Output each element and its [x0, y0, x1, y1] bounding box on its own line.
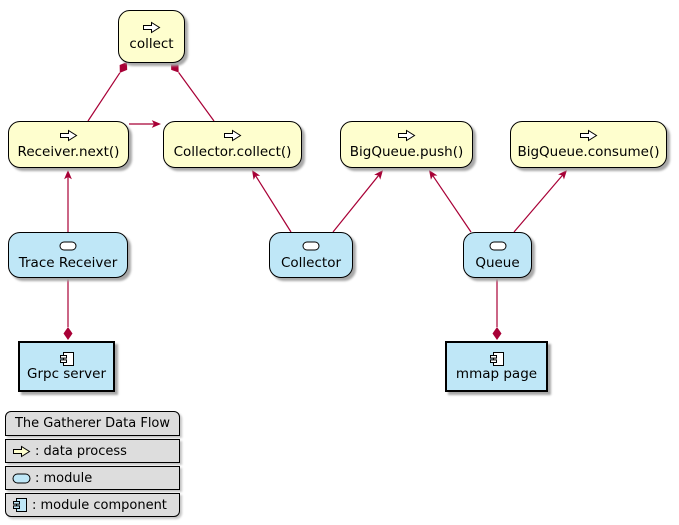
legend: The Gatherer Data Flow : data process : … [5, 411, 180, 517]
legend-item-label: : module [35, 470, 93, 486]
node-queue: Queue [463, 232, 532, 278]
node-bigqueue-consume: BigQueue.consume() [510, 121, 667, 168]
node-collector-collect: Collector.collect() [163, 121, 302, 168]
legend-item-module: : module [5, 466, 180, 490]
data-process-icon [59, 129, 78, 143]
node-label: BigQueue.push() [349, 144, 464, 161]
node-label: Grpc server [26, 366, 107, 383]
legend-item-module-component: : module component [5, 493, 180, 517]
node-mmap-page: mmap page [445, 341, 548, 392]
node-label: Trace Receiver [18, 254, 118, 271]
module-icon [12, 473, 31, 484]
data-process-icon [397, 129, 416, 143]
legend-title: The Gatherer Data Flow [5, 411, 180, 436]
node-label: Collector.collect() [173, 144, 292, 161]
node-label: Queue [475, 254, 520, 271]
module-icon [489, 240, 507, 254]
node-label: collect [129, 36, 174, 53]
module-component-icon [12, 497, 28, 513]
data-process-icon [142, 21, 161, 35]
data-process-icon [579, 129, 598, 143]
module-icon [302, 240, 320, 254]
node-label: BigQueue.consume() [517, 144, 660, 161]
legend-item-label: : data process [35, 443, 127, 459]
node-label: mmap page [455, 366, 538, 383]
node-label: Collector [280, 254, 342, 271]
node-receiver-next: Receiver.next() [8, 121, 129, 168]
node-grpc-server: Grpc server [18, 341, 115, 392]
data-process-icon [223, 129, 242, 143]
node-trace-receiver: Trace Receiver [8, 232, 128, 278]
node-collect: collect [118, 10, 185, 63]
module-icon [59, 240, 77, 254]
module-component-icon [489, 351, 505, 367]
node-bigqueue-push: BigQueue.push() [340, 121, 473, 168]
legend-item-label: : module component [32, 497, 167, 513]
module-component-icon [59, 351, 75, 367]
legend-item-data-process: : data process [5, 439, 180, 463]
data-process-icon [12, 445, 31, 458]
node-label: Receiver.next() [17, 144, 120, 161]
node-collector: Collector [269, 232, 353, 278]
